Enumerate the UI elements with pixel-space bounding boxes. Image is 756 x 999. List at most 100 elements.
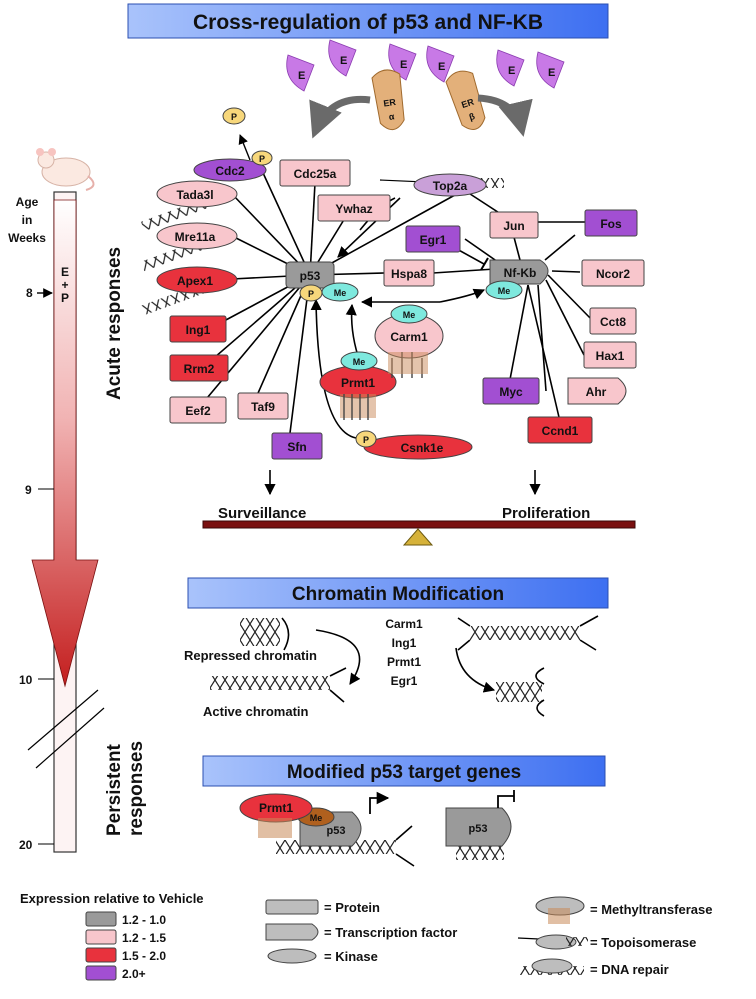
svg-text:Taf9: Taf9: [251, 400, 275, 414]
svg-text:Ncor2: Ncor2: [596, 267, 630, 281]
svg-text:α: α: [388, 111, 395, 122]
svg-text:Ywhaz: Ywhaz: [335, 202, 372, 216]
legend-swatch-red: [85, 947, 117, 963]
svg-text:P: P: [308, 289, 314, 299]
gene-jun: Jun: [489, 211, 539, 239]
gene-ahr: Ahr: [567, 377, 627, 405]
proliferation-label: Proliferation: [502, 505, 590, 522]
estrogen-ligands: E E E E E E: [286, 39, 565, 92]
timeline: Age in Weeks E + P 8 9 10 20 Acute respo…: [8, 148, 147, 853]
phospho-badge-p53: P: [299, 284, 323, 302]
gene-taf9: Taf9: [237, 392, 289, 420]
legend-level-2: 1.2 - 1.5: [122, 931, 166, 945]
treatment-label-p: P: [61, 291, 69, 305]
header-chromatin-title: Chromatin Modification: [292, 584, 504, 605]
gene-cdc25a: Cdc25a: [279, 159, 351, 187]
svg-text:Mre11a: Mre11a: [175, 230, 216, 244]
phospho-badge-csnk1e: P: [355, 430, 377, 448]
balance-beam: [202, 520, 636, 529]
header-cross-regulation: Cross-regulation of p53 and NF-KB: [127, 3, 609, 39]
svg-text:P: P: [363, 435, 369, 445]
er-beta-receptor: ER β: [445, 70, 486, 130]
svg-text:Hspa8: Hspa8: [391, 267, 427, 281]
gene-eef2: Eef2: [169, 396, 227, 424]
gene-apex1: Apex1: [156, 266, 238, 294]
gene-carm1: Carm1: [374, 313, 444, 359]
svg-text:E: E: [400, 59, 407, 71]
legend-protein-shape: [265, 899, 319, 915]
repressed-target-gene: p53: [445, 790, 515, 860]
methyl-badge-prmt1: Me: [340, 351, 378, 371]
legend-shapes: = Protein = Transcription factor = Kinas…: [265, 899, 457, 964]
methyl-badge-nfkb: Me: [485, 280, 523, 300]
gene-cdc2: Cdc2: [193, 158, 267, 182]
methyl-badge-target: Me: [310, 813, 323, 823]
persistent-label: Persistent: [104, 743, 125, 836]
gene-ncor2: Ncor2: [581, 259, 645, 287]
legend-kinase: = Kinase: [324, 949, 378, 964]
legend-swatch-purple: [85, 965, 117, 981]
svg-text:P: P: [231, 112, 237, 122]
gene-ccnd1: Ccnd1: [527, 416, 593, 444]
header-targets: Modified p53 target genes: [202, 755, 606, 787]
treatment-label-e: E: [61, 265, 69, 279]
er-alpha-receptor: ER α: [371, 69, 405, 131]
svg-text:Hax1: Hax1: [596, 349, 625, 363]
p53-repressed-label: p53: [469, 823, 488, 835]
surveillance-label: Surveillance: [218, 505, 306, 522]
svg-text:Cdc2: Cdc2: [215, 164, 245, 178]
gene-ywhaz: Ywhaz: [317, 194, 391, 222]
svg-text:ER: ER: [383, 97, 397, 109]
legend-functions: = Methyltransferase = Topoisomerase = DN…: [517, 896, 712, 977]
treatment-label-plus: +: [61, 278, 68, 292]
legend-expression-title: Expression relative to Vehicle: [20, 891, 204, 906]
svg-text:Me: Me: [403, 310, 416, 320]
svg-text:Csnk1e: Csnk1e: [401, 441, 444, 455]
header-targets-title: Modified p53 target genes: [287, 762, 521, 783]
legend-level-4: 2.0+: [122, 967, 146, 981]
receptor-arrow-left: [309, 95, 371, 139]
svg-text:E: E: [548, 67, 555, 79]
svg-text:E: E: [508, 65, 515, 77]
svg-text:Nf-Kb: Nf-Kb: [504, 266, 537, 280]
svg-text:Myc: Myc: [499, 385, 523, 399]
arrow-p53-cdc2: [238, 134, 251, 161]
gene-hax1: Hax1: [583, 341, 637, 369]
svg-text:Cdc25a: Cdc25a: [294, 167, 337, 181]
phospho-badge-cdc25a: P: [251, 150, 273, 166]
gene-p53: p53: [285, 261, 335, 289]
svg-text:Egr1: Egr1: [420, 233, 447, 247]
gene-prmt1: Prmt1: [319, 365, 397, 399]
network-edges: [196, 161, 595, 434]
break-mark: [27, 689, 99, 751]
estrogen-icon: E: [286, 54, 315, 92]
gene-csnk1e: Csnk1e: [363, 434, 473, 460]
modifier-prmt1: Prmt1: [387, 655, 421, 669]
gene-mre11a: Mre11a: [156, 222, 238, 250]
repressed-chromatin-icon: [240, 617, 290, 651]
active-chromatin-icon: [210, 667, 347, 703]
estrogen-icon: E: [426, 45, 455, 83]
compact-chromatin-icon: [496, 667, 545, 717]
arrow-carm1-nfkb: [439, 288, 486, 303]
responses-label: responses: [126, 741, 147, 836]
legend-transcription-factor: = Transcription factor: [324, 925, 457, 940]
svg-text:Cct8: Cct8: [600, 315, 626, 329]
break-mark: [35, 707, 105, 769]
svg-text:ER: ER: [460, 97, 475, 111]
gene-fos: Fos: [584, 209, 638, 237]
svg-text:E: E: [438, 61, 445, 73]
gene-tada3l: Tada3l: [156, 180, 238, 208]
svg-text:Fos: Fos: [600, 217, 622, 231]
receptor-arrow-right: [477, 94, 533, 137]
legend-swatch-gray: [85, 911, 117, 927]
modifier-ing1: Ing1: [392, 636, 417, 650]
header-cross-title: Cross-regulation of p53 and NF-KB: [193, 11, 543, 34]
estrogen-icon: E: [388, 43, 417, 81]
inhibit-bar: [480, 257, 489, 271]
svg-text:β: β: [468, 111, 477, 122]
legend-level-3: 1.5 - 2.0: [122, 949, 166, 963]
age-label-line1: Age: [16, 195, 39, 209]
balance-fulcrum: [402, 528, 434, 546]
